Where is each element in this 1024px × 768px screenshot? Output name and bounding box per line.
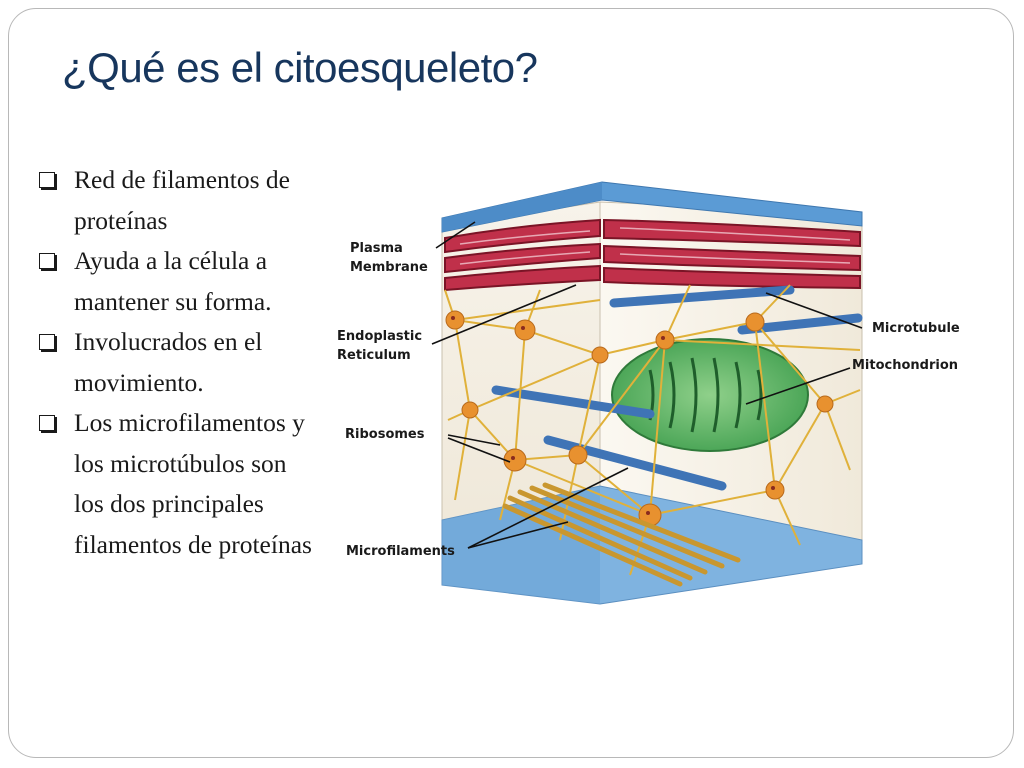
ribosomes: [445, 310, 834, 527]
slide-title: ¿Qué es el citoesqueleto?: [62, 44, 538, 91]
bullet-list: Red de filamentos de proteínas Ayuda a l…: [36, 160, 316, 565]
pointer-lines: [431, 221, 863, 549]
bullet-item: Los microfilamentos y los microtúbulos s…: [36, 403, 316, 565]
cytoskeleton-diagram: Plasma Membrane Endoplastic Reticulum Ri…: [337, 181, 960, 605]
checkbox-bullet-icon: [39, 172, 55, 188]
label-endoplastic-reticulum-line1: Endoplastic: [337, 329, 422, 344]
mitochondrion: [611, 338, 809, 452]
label-plasma-membrane-line2: Membrane: [350, 260, 428, 275]
bullet-item: Red de filamentos de proteínas: [36, 160, 316, 241]
label-mitochondrion: Mitochondrion: [852, 358, 958, 373]
label-microtubule: Microtubule: [872, 321, 960, 336]
checkbox-bullet-icon: [39, 253, 55, 269]
bullet-item: Involucrados en el movimiento.: [36, 322, 316, 403]
checkbox-bullet-icon: [39, 334, 55, 350]
bullet-text: Los microfilamentos y los microtúbulos s…: [74, 408, 312, 559]
bullet-item: Ayuda a la célula a mantener su forma.: [36, 241, 316, 322]
bullet-text: Red de filamentos de proteínas: [74, 165, 290, 235]
bullet-text: Involucrados en el movimiento.: [74, 327, 263, 397]
bullet-text: Ayuda a la célula a mantener su forma.: [74, 246, 272, 316]
label-endoplastic-reticulum-line2: Reticulum: [337, 348, 411, 363]
checkbox-bullet-icon: [39, 415, 55, 431]
label-microfilaments: Microfilaments: [346, 544, 455, 559]
label-ribosomes: Ribosomes: [345, 427, 425, 442]
label-plasma-membrane-line1: Plasma: [350, 241, 403, 256]
